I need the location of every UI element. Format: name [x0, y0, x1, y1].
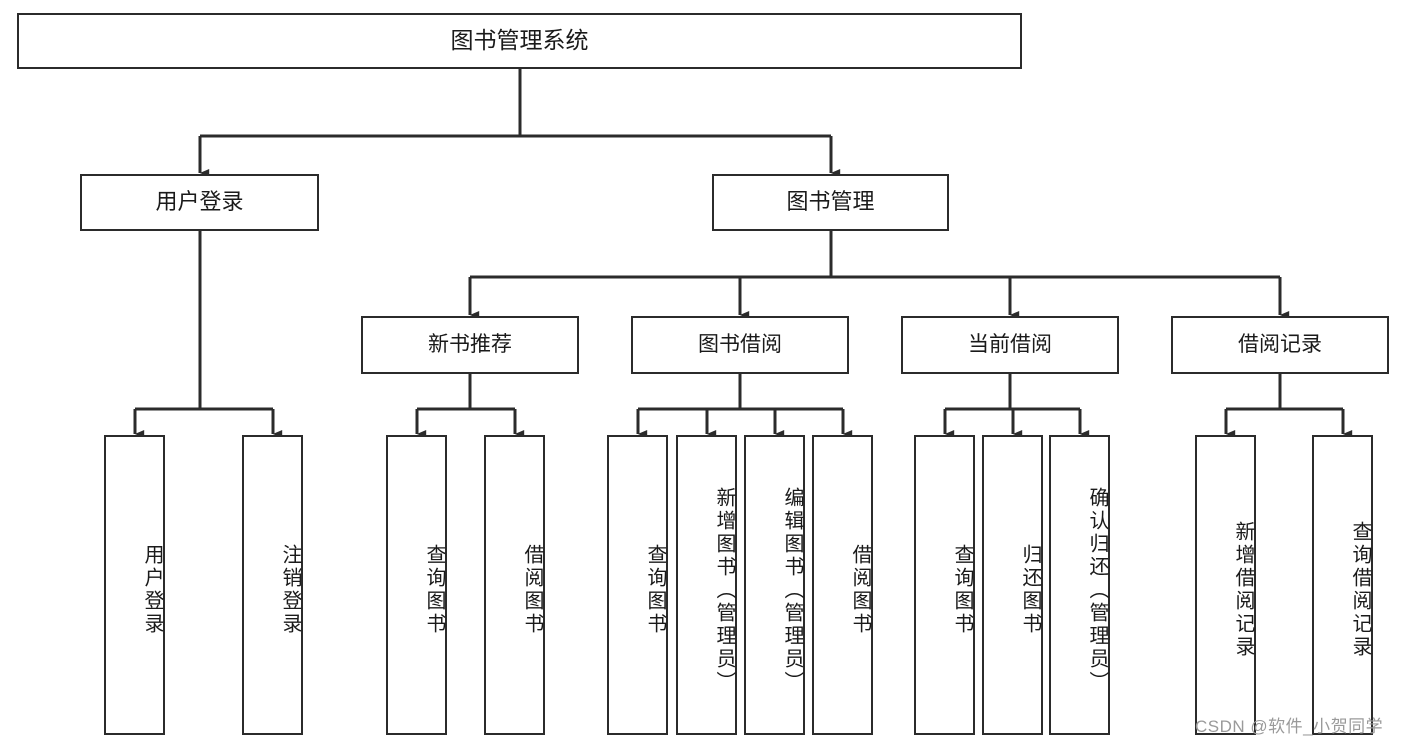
node-leaf-borrow-book-1[interactable]: 借阅图书	[484, 435, 545, 735]
node-leaf-logout-login[interactable]: 注销登录	[242, 435, 303, 735]
node-label: 用户登录	[141, 544, 163, 636]
node-book-manage[interactable]: 图书管理	[712, 174, 949, 231]
node-leaf-return-book[interactable]: 归还图书	[982, 435, 1043, 735]
node-label: 查询图书	[951, 544, 973, 636]
node-label: 借阅图书	[849, 544, 871, 636]
node-label: 借阅记录	[1238, 333, 1322, 357]
node-leaf-confirm-return-admin[interactable]: 确认归还（管理员）	[1049, 435, 1110, 735]
node-book-borrow[interactable]: 图书借阅	[631, 316, 849, 374]
node-label: 确认归还（管理员）	[1086, 486, 1108, 694]
node-leaf-user-login[interactable]: 用户登录	[104, 435, 165, 735]
node-label: 新增借阅记录	[1232, 521, 1254, 659]
node-leaf-query-book-1[interactable]: 查询图书	[386, 435, 447, 735]
node-new-book-recommend[interactable]: 新书推荐	[361, 316, 579, 374]
node-label: 图书管理	[786, 189, 875, 215]
node-label: 注销登录	[279, 544, 301, 636]
node-label: 用户登录	[155, 189, 244, 215]
node-user-login[interactable]: 用户登录	[80, 174, 319, 231]
node-label: 编辑图书（管理员）	[781, 486, 803, 694]
node-label: 查询图书	[644, 544, 666, 636]
node-borrow-record[interactable]: 借阅记录	[1171, 316, 1389, 374]
node-label: 新增图书（管理员）	[713, 486, 735, 694]
node-current-borrow[interactable]: 当前借阅	[901, 316, 1119, 374]
node-leaf-add-book-admin[interactable]: 新增图书（管理员）	[676, 435, 737, 735]
node-label: 查询图书	[423, 544, 445, 636]
node-leaf-query-book-2[interactable]: 查询图书	[607, 435, 668, 735]
node-leaf-query-borrow-record[interactable]: 查询借阅记录	[1312, 435, 1373, 735]
node-leaf-query-book-3[interactable]: 查询图书	[914, 435, 975, 735]
node-leaf-add-borrow-record[interactable]: 新增借阅记录	[1195, 435, 1256, 735]
node-leaf-edit-book-admin[interactable]: 编辑图书（管理员）	[744, 435, 805, 735]
node-label: 新书推荐	[428, 333, 512, 357]
node-label: 归还图书	[1019, 544, 1041, 636]
node-label: 查询借阅记录	[1349, 521, 1371, 659]
node-leaf-borrow-book-2[interactable]: 借阅图书	[812, 435, 873, 735]
csdn-watermark: CSDN @软件_小贺同学	[1195, 717, 1384, 736]
node-label: 图书借阅	[698, 333, 782, 357]
node-label: 借阅图书	[521, 544, 543, 636]
node-label: 当前借阅	[968, 333, 1052, 357]
node-label: 图书管理系统	[450, 27, 589, 54]
node-root[interactable]: 图书管理系统	[17, 13, 1022, 69]
